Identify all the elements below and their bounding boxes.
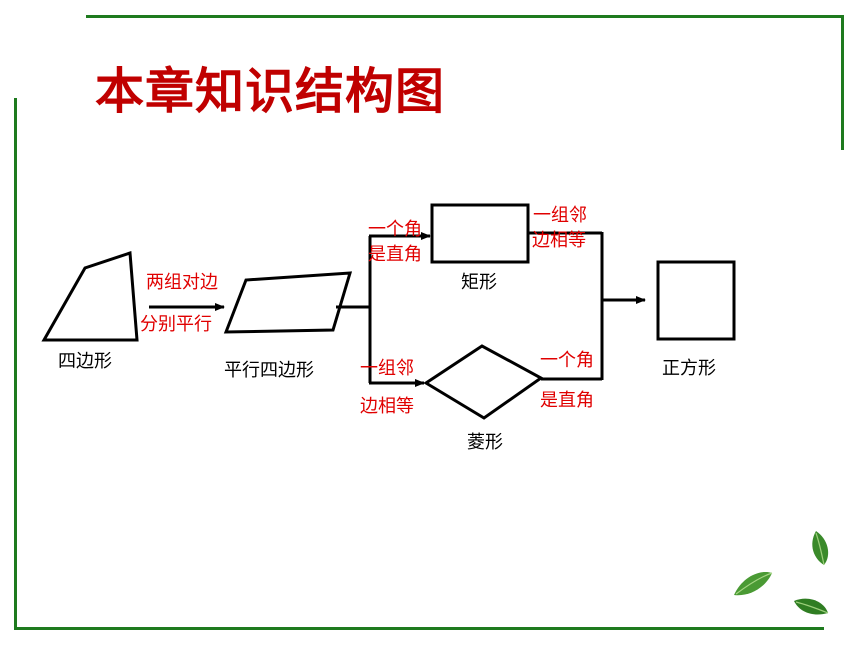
condition-opposite-sides-line2: 分别平行 [140,314,212,335]
condition-opposite-sides-line1: 两组对边 [146,272,218,293]
quadrilateral-shape [41,250,139,342]
parallelogram-shape [223,271,353,334]
leaf-decoration-icon [734,531,829,615]
parallelogram-label: 平行四边形 [224,360,314,381]
rhombus-label: 菱形 [467,432,503,453]
square-label: 正方形 [662,358,716,379]
leaf-bottom-icon [794,598,829,615]
rectangle-shape [430,203,530,264]
condition-rhombus-square-line2: 是直角 [540,390,594,411]
condition-right-angle-line1: 一个角 [368,219,422,240]
condition-rect-square-line1: 一组邻 [533,205,587,226]
leaf-left-icon [734,571,773,596]
condition-adjacent-sides-line2: 边相等 [360,396,414,417]
quadrilateral-label: 四边形 [58,351,112,372]
frame-top-border [86,15,844,18]
condition-rhombus-square-line1: 一个角 [540,350,594,371]
condition-adjacent-sides-line1: 一组邻 [360,358,414,379]
square-shape [656,260,736,341]
page-title: 本章知识结构图 [95,63,446,120]
leaf-top-icon [812,531,829,566]
frame-right-border [841,15,844,150]
condition-right-angle-line2: 是直角 [368,244,422,265]
frame-left-border [14,98,17,630]
frame-bottom-border [14,627,824,630]
rectangle-label: 矩形 [461,272,497,293]
condition-rect-square-line2: 边相等 [532,230,586,251]
rhombus-shape [423,344,544,420]
